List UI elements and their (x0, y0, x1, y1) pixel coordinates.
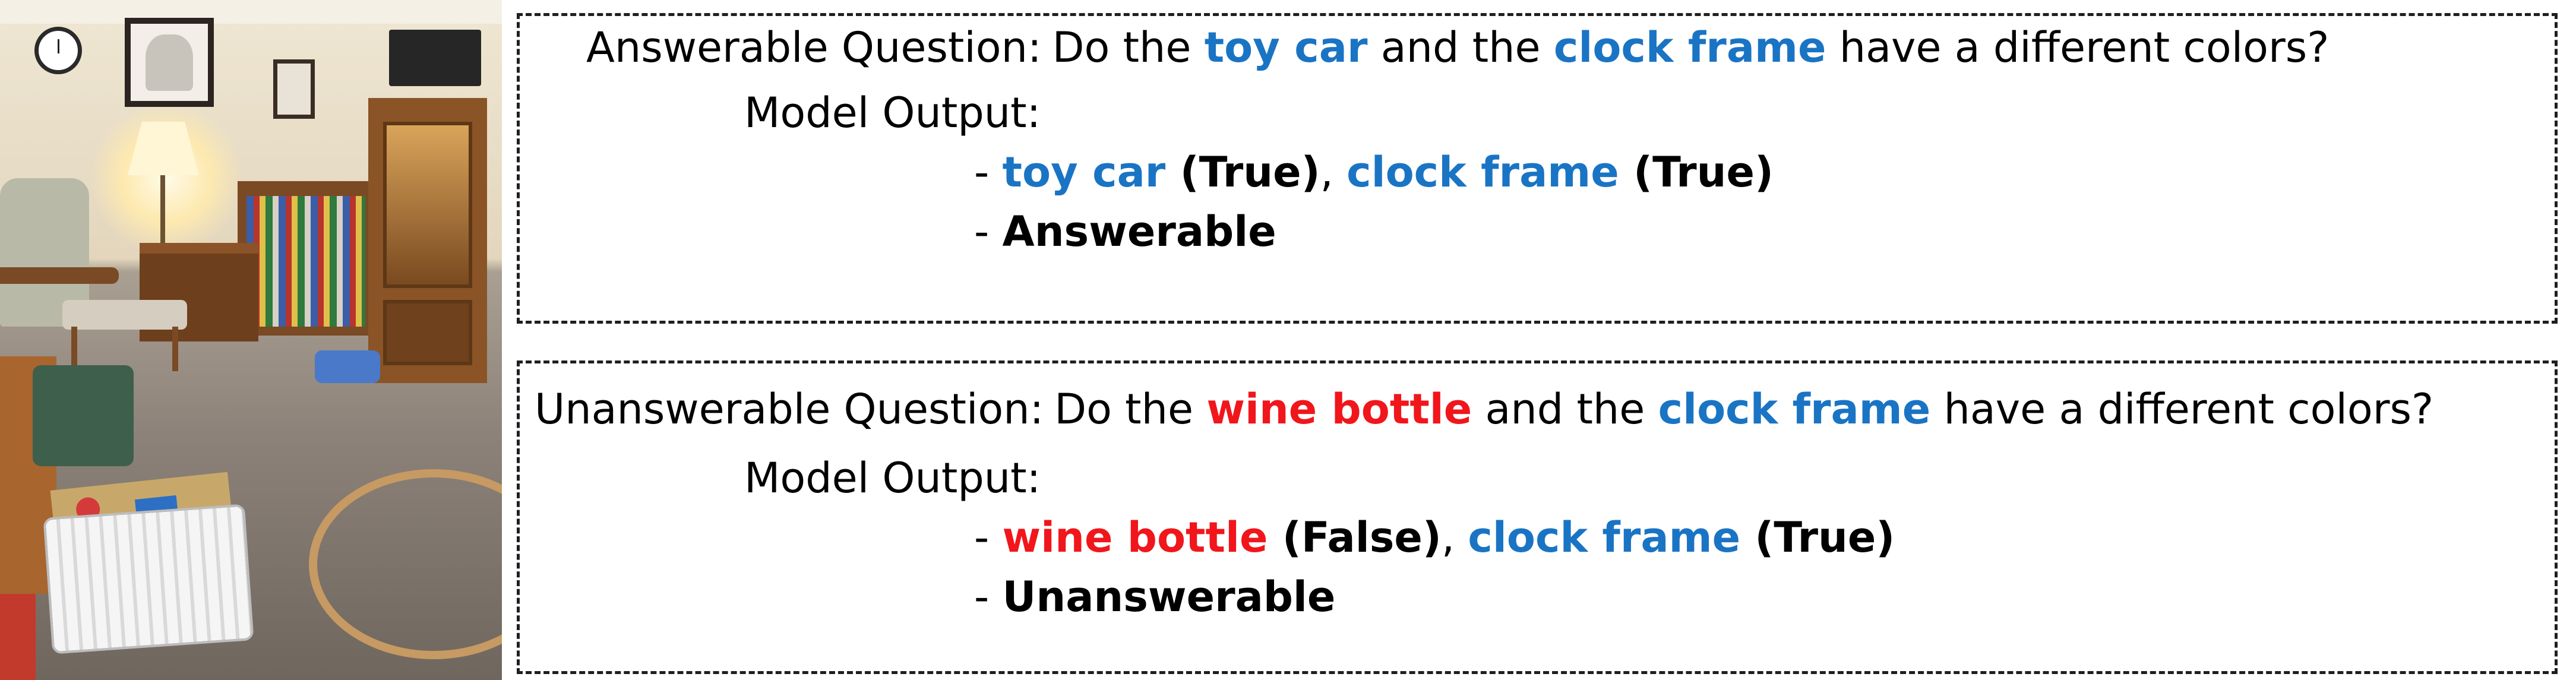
small-frame (273, 59, 315, 119)
output-result-2: (True) (1619, 148, 1774, 197)
wood-cabinet (368, 98, 487, 383)
output-line-2: - Answerable (974, 211, 1276, 252)
question-mid: and the (1472, 385, 1658, 434)
laundry-basket (43, 504, 254, 654)
output-comma: , (1441, 513, 1468, 562)
output-object-1: wine bottle (1002, 513, 1268, 562)
living-room-photo (0, 0, 502, 680)
portrait-frame (125, 18, 214, 107)
question-object-1: toy car (1204, 23, 1368, 72)
output-line-2: - Unanswerable (974, 576, 1335, 618)
answerable-question-line: Answerable Question:Do the toy car and t… (586, 27, 2329, 68)
wall-clock (34, 27, 82, 74)
model-output-label: Model Output: (744, 88, 1041, 137)
unanswerable-box: Unanswerable Question:Do the wine bottle… (517, 360, 2558, 674)
question-object-2: clock frame (1658, 385, 1931, 434)
output-line-1: - toy car (True), clock frame (True) (974, 151, 1774, 193)
question-object-2: clock frame (1553, 23, 1826, 72)
lamp-pole (160, 175, 165, 258)
answerable-box: Answerable Question:Do the toy car and t… (517, 13, 2558, 324)
ottoman (62, 300, 187, 371)
lamp-shade (128, 122, 199, 175)
question-pre: Do the (1052, 23, 1205, 72)
output-result-1: (True) (1165, 148, 1320, 197)
output-result-1: (False) (1268, 513, 1442, 562)
red-toy (0, 594, 36, 680)
output-verdict: Answerable (1002, 207, 1276, 256)
output-object-2: clock frame (1347, 148, 1619, 197)
output-object-1: toy car (1002, 148, 1166, 197)
unanswerable-question-line: Unanswerable Question:Do the wine bottle… (535, 388, 2433, 430)
question-object-1: wine bottle (1206, 385, 1472, 434)
question-post: have a different colors? (1826, 23, 2330, 72)
output-dash: - (974, 207, 1003, 256)
model-output-label: Model Output: (744, 454, 1041, 502)
question-post: have a different colors? (1930, 385, 2434, 434)
output-line-1: - wine bottle (False), clock frame (True… (974, 517, 1895, 558)
question-mid: and the (1367, 23, 1554, 72)
output-comma: , (1320, 148, 1347, 197)
output-dash: - (974, 573, 1003, 621)
output-dash: - (974, 148, 1003, 197)
question-label: Answerable Question: (586, 23, 1042, 72)
photo-ceiling (0, 0, 502, 24)
output-verdict: Unanswerable (1002, 573, 1336, 621)
tv-top (389, 30, 481, 86)
books (246, 196, 365, 327)
green-chair (33, 365, 134, 466)
output-object-2: clock frame (1468, 513, 1741, 562)
output-result-2: (True) (1740, 513, 1895, 562)
output-dash: - (974, 513, 1003, 562)
toy-block (315, 350, 380, 383)
question-pre: Do the (1054, 385, 1207, 434)
question-label: Unanswerable Question: (535, 385, 1044, 434)
toy-train-track (309, 469, 502, 659)
